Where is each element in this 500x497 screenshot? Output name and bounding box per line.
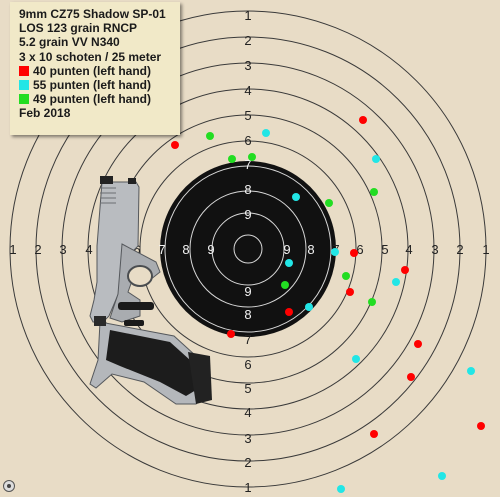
ring-number: 1	[244, 8, 251, 23]
ring-number: 6	[244, 357, 251, 372]
ring-number: 6	[133, 242, 140, 257]
ring-number: 3	[244, 431, 251, 446]
ring-number: 9	[244, 207, 251, 222]
green-shot-marker	[281, 281, 289, 289]
cyan-shot-marker	[262, 129, 270, 137]
ring-number: 4	[244, 405, 251, 420]
red-shot-marker	[401, 266, 409, 274]
green-shot-marker	[206, 132, 214, 140]
red-shot-marker	[350, 249, 358, 257]
score-ring	[9, 10, 487, 488]
shot-hits	[171, 116, 485, 493]
red-swatch	[19, 65, 29, 76]
pistol-photo	[89, 176, 212, 405]
ring-number: 9	[207, 242, 214, 257]
green-shot-marker	[248, 153, 256, 161]
cyan-shot-marker	[337, 485, 345, 493]
green-shot-marker	[342, 272, 350, 280]
green-shot-marker	[368, 298, 376, 306]
ring-number: 2	[244, 33, 251, 48]
cyan-swatch	[19, 80, 29, 91]
cyan-shot-marker	[305, 303, 313, 311]
cyan-shot-marker	[467, 367, 475, 375]
legend-series-red: 40 punten (left hand)	[19, 64, 180, 78]
ring-number: 7	[244, 157, 251, 172]
ring-number: 1	[244, 480, 251, 495]
target-corner-emblem	[3, 480, 15, 492]
legend-series-green-label: 49 punten (left hand)	[33, 92, 151, 107]
legend-date: Feb 2018	[19, 106, 71, 121]
legend-line-3: 5.2 grain VV N340	[19, 35, 120, 50]
ring-number: 2	[34, 242, 41, 257]
legend-line-1: 9mm CZ75 Shadow SP-01	[19, 7, 166, 21]
red-shot-marker	[414, 340, 422, 348]
ring-number: 4	[85, 242, 92, 257]
black-aiming-zone	[160, 161, 336, 337]
ring-number: 9	[244, 284, 251, 299]
cyan-shot-marker	[352, 355, 360, 363]
red-shot-marker	[359, 116, 367, 124]
legend-series-cyan-label: 55 punten (left hand)	[33, 78, 151, 93]
cyan-shot-marker	[285, 259, 293, 267]
score-ring	[233, 234, 263, 264]
score-ring	[61, 62, 435, 436]
ring-number: 2	[244, 455, 251, 470]
score-ring	[87, 88, 409, 410]
legend-series-cyan: 55 punten (left hand)	[19, 78, 180, 92]
red-shot-marker	[477, 422, 485, 430]
green-shot-marker	[370, 188, 378, 196]
ring-number: 9	[283, 242, 290, 257]
score-ring	[211, 212, 285, 286]
cyan-shot-marker	[372, 155, 380, 163]
red-shot-marker	[285, 308, 293, 316]
ring-number: 1	[9, 242, 16, 257]
ring-number: 7	[244, 332, 251, 347]
green-swatch	[19, 94, 29, 105]
ring-number: 6	[244, 133, 251, 148]
cyan-shot-marker	[331, 248, 339, 256]
score-ring	[35, 36, 461, 462]
ring-number: 7	[158, 242, 165, 257]
legend-line-2: LOS 123 grain RNCP	[19, 21, 138, 36]
ring-number: 8	[244, 182, 251, 197]
ring-number: 1	[482, 242, 489, 257]
cyan-shot-marker	[392, 278, 400, 286]
score-ring	[189, 190, 307, 308]
ring-number: 8	[244, 307, 251, 322]
legend-line-4: 3 x 10 schoten / 25 meter	[19, 49, 162, 64]
ring-number: 5	[381, 242, 388, 257]
ring-number: 3	[244, 58, 251, 73]
green-shot-marker	[228, 155, 236, 163]
legend-series-green: 49 punten (left hand)	[19, 92, 180, 106]
cyan-shot-marker	[292, 193, 300, 201]
score-ring	[139, 140, 357, 358]
ring-number: 3	[431, 242, 438, 257]
ring-number: 5	[244, 381, 251, 396]
cyan-shot-marker	[438, 472, 446, 480]
red-shot-marker	[171, 141, 179, 149]
scoring-rings	[9, 10, 487, 488]
legend-box: 9mm CZ75 Shadow SP-01 LOS 123 grain RNCP…	[10, 2, 180, 135]
ring-number: 6	[356, 242, 363, 257]
green-shot-marker	[325, 199, 333, 207]
legend-series-red-label: 40 punten (left hand)	[33, 63, 151, 78]
ring-number: 8	[307, 242, 314, 257]
red-shot-marker	[227, 330, 235, 338]
ring-number: 3	[59, 242, 66, 257]
score-ring	[164, 165, 332, 333]
ring-number: 4	[244, 83, 251, 98]
red-shot-marker	[370, 430, 378, 438]
red-shot-marker	[407, 373, 415, 381]
red-shot-marker	[346, 288, 354, 296]
ring-number: 5	[244, 108, 251, 123]
ring-number: 8	[182, 242, 189, 257]
ring-number: 4	[405, 242, 412, 257]
ring-number: 2	[456, 242, 463, 257]
